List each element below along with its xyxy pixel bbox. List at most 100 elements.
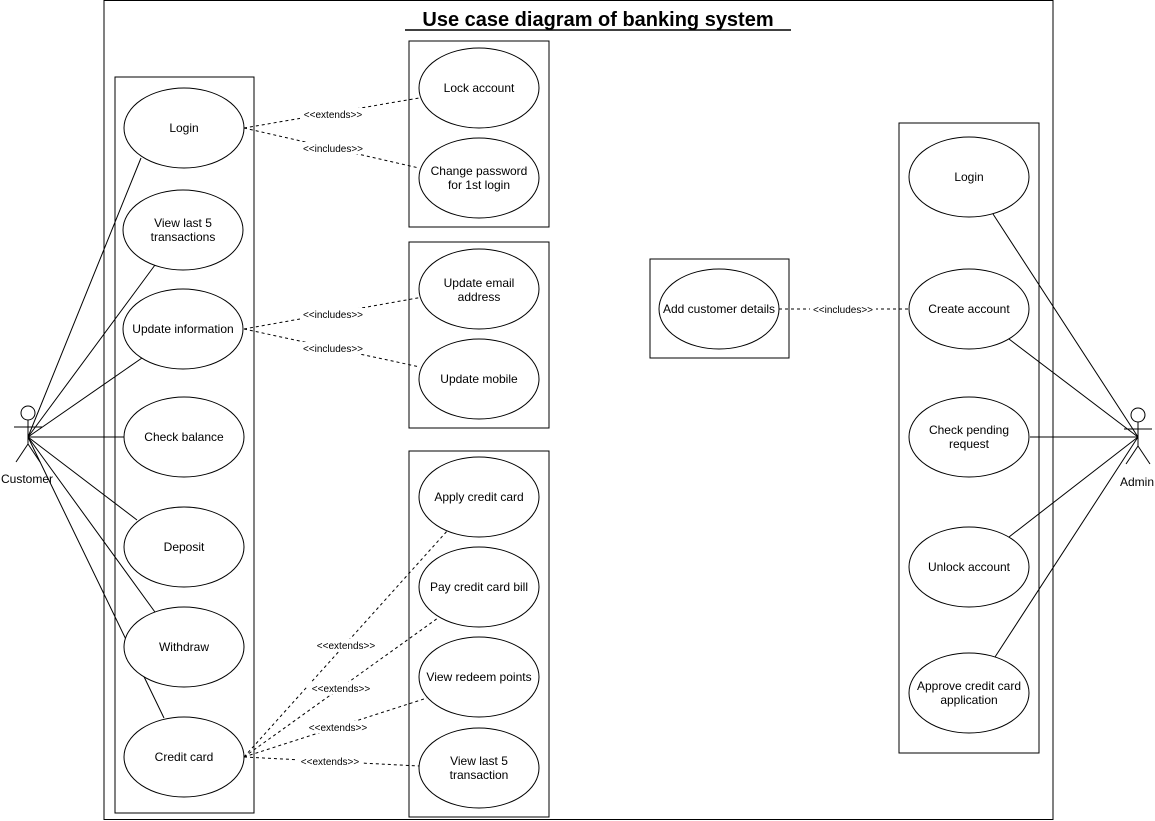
relation-labels: <<extends>> <<includes>> <<includes>> <<… xyxy=(297,108,876,768)
usecase-update-mobile[interactable]: Update mobile xyxy=(418,338,540,420)
usecase-label: Unlock account xyxy=(928,560,1011,574)
update-group-box xyxy=(408,241,550,429)
usecase-label: Login xyxy=(169,121,198,135)
rel-label-includes: <<includes>> xyxy=(813,305,873,316)
usecase-label: Add customer details xyxy=(663,302,775,316)
usecase-view-last-5-transactions[interactable]: View last 5 transactions xyxy=(122,189,244,271)
dependency-lines xyxy=(243,97,909,767)
rel-label-bg xyxy=(300,342,366,354)
usecase-label: transaction xyxy=(450,768,509,782)
usecase-lock-account[interactable]: Lock account xyxy=(418,47,540,129)
usecase-label: Create account xyxy=(928,302,1010,316)
diagram-title: Use case diagram of banking system xyxy=(422,9,773,31)
rel-label-extends: <<extends>> xyxy=(312,684,371,695)
rel-label-includes: <<includes>> xyxy=(303,144,363,155)
usecase-label: Approve credit card xyxy=(917,679,1021,693)
dep-credit-pay xyxy=(243,617,439,758)
usecase-label: Apply credit card xyxy=(434,490,523,504)
usecase-label: Update email xyxy=(444,276,515,290)
usecase-pay-credit-card-bill[interactable]: Pay credit card bill xyxy=(418,546,540,628)
rel-label-bg xyxy=(810,303,876,315)
rel-label-extends: <<extends>> xyxy=(301,757,360,768)
usecase-add-customer-details[interactable]: Add customer details xyxy=(658,268,780,350)
login-group-box xyxy=(408,40,550,228)
rel-label-bg xyxy=(300,142,366,154)
usecase-check-pending-request[interactable]: Check pending request xyxy=(908,396,1030,478)
assoc-admin-unlock xyxy=(1008,436,1139,538)
stick-figure-icon xyxy=(1124,407,1152,465)
system-boundary xyxy=(103,0,1054,820)
rel-label-includes: <<includes>> xyxy=(303,344,363,355)
assoc-admin-approve xyxy=(994,436,1139,658)
rel-label-bg xyxy=(305,721,371,733)
login-group-usecases: Lock account Change password for 1st log… xyxy=(418,47,540,219)
admin-actor[interactable]: Admin xyxy=(1120,407,1154,489)
credit-group-usecases: Apply credit card Pay credit card bill V… xyxy=(418,456,540,809)
usecase-label: request xyxy=(949,437,990,451)
usecase-label: Update mobile xyxy=(440,372,518,386)
usecase-label: Check balance xyxy=(144,430,224,444)
assoc-customer-update-info xyxy=(27,357,143,438)
usecase-label: Check pending xyxy=(929,423,1009,437)
rel-label-bg xyxy=(300,108,366,120)
usecase-login[interactable]: Login xyxy=(123,87,245,169)
usecase-create-account[interactable]: Create account xyxy=(908,268,1030,350)
rel-label-extends: <<extends>> xyxy=(317,641,376,652)
usecase-admin-login[interactable]: Login xyxy=(908,136,1030,218)
usecase-credit-card[interactable]: Credit card xyxy=(123,716,245,798)
usecase-label: address xyxy=(458,290,501,304)
dep-credit-last5 xyxy=(243,756,420,767)
actor-label: Customer xyxy=(1,472,53,486)
assoc-customer-view-last5 xyxy=(27,264,156,438)
usecase-label: Credit card xyxy=(155,750,214,764)
usecase-label: for 1st login xyxy=(448,178,510,192)
usecase-approve-credit-card-application[interactable]: Approve credit card application xyxy=(908,652,1030,734)
customer-usecases: Login View last 5 transactions Update in… xyxy=(122,87,245,798)
admin-associations xyxy=(992,213,1139,658)
usecase-view-last-5-transaction[interactable]: View last 5 transaction xyxy=(418,727,540,809)
usecase-label: Update information xyxy=(132,322,233,336)
usecase-update-email[interactable]: Update email address xyxy=(418,248,540,330)
assoc-admin-create-account xyxy=(1008,338,1139,438)
assoc-admin-login xyxy=(992,213,1139,438)
usecase-label: Lock account xyxy=(444,81,515,95)
usecase-unlock-account[interactable]: Unlock account xyxy=(908,526,1030,608)
usecase-withdraw[interactable]: Withdraw xyxy=(123,606,245,688)
usecase-label: Login xyxy=(954,170,983,184)
rel-label-includes: <<includes>> xyxy=(303,310,363,321)
usecase-label: transactions xyxy=(151,230,216,244)
rel-label-extends: <<extends>> xyxy=(304,110,363,121)
usecase-change-password[interactable]: Change password for 1st login xyxy=(418,137,540,219)
assoc-customer-withdraw xyxy=(27,436,161,620)
usecase-label: View redeem points xyxy=(426,670,531,684)
credit-group-box xyxy=(408,450,550,818)
usecase-update-information[interactable]: Update information xyxy=(122,288,244,370)
usecase-view-redeem-points[interactable]: View redeem points xyxy=(418,636,540,718)
rel-label-bg xyxy=(297,755,363,767)
customer-usecase-box xyxy=(114,76,255,814)
usecase-apply-credit-card[interactable]: Apply credit card xyxy=(418,456,540,538)
usecase-label: Pay credit card bill xyxy=(430,580,528,594)
admin-aux-box xyxy=(649,258,790,359)
stick-figure-icon xyxy=(14,405,42,463)
admin-usecases: Login Create account Check pending reque… xyxy=(908,136,1030,734)
usecase-deposit[interactable]: Deposit xyxy=(123,506,245,588)
customer-associations xyxy=(27,157,165,719)
usecase-label: Withdraw xyxy=(159,640,209,654)
assoc-customer-deposit xyxy=(27,436,138,521)
rel-label-bg xyxy=(308,682,374,694)
rel-label-bg xyxy=(300,308,366,320)
update-group-usecases: Update email address Update mobile xyxy=(418,248,540,420)
usecase-check-balance[interactable]: Check balance xyxy=(123,396,245,478)
customer-actor[interactable]: Customer xyxy=(1,405,53,486)
usecase-label: Change password xyxy=(431,164,528,178)
usecase-label: View last 5 xyxy=(450,754,508,768)
usecase-label: application xyxy=(940,693,997,707)
assoc-customer-login xyxy=(27,157,142,438)
usecase-label: Deposit xyxy=(164,540,205,554)
actor-label: Admin xyxy=(1120,475,1154,489)
rel-label-bg xyxy=(313,639,379,651)
admin-usecase-box xyxy=(898,122,1040,754)
rel-label-extends: <<extends>> xyxy=(309,723,368,734)
